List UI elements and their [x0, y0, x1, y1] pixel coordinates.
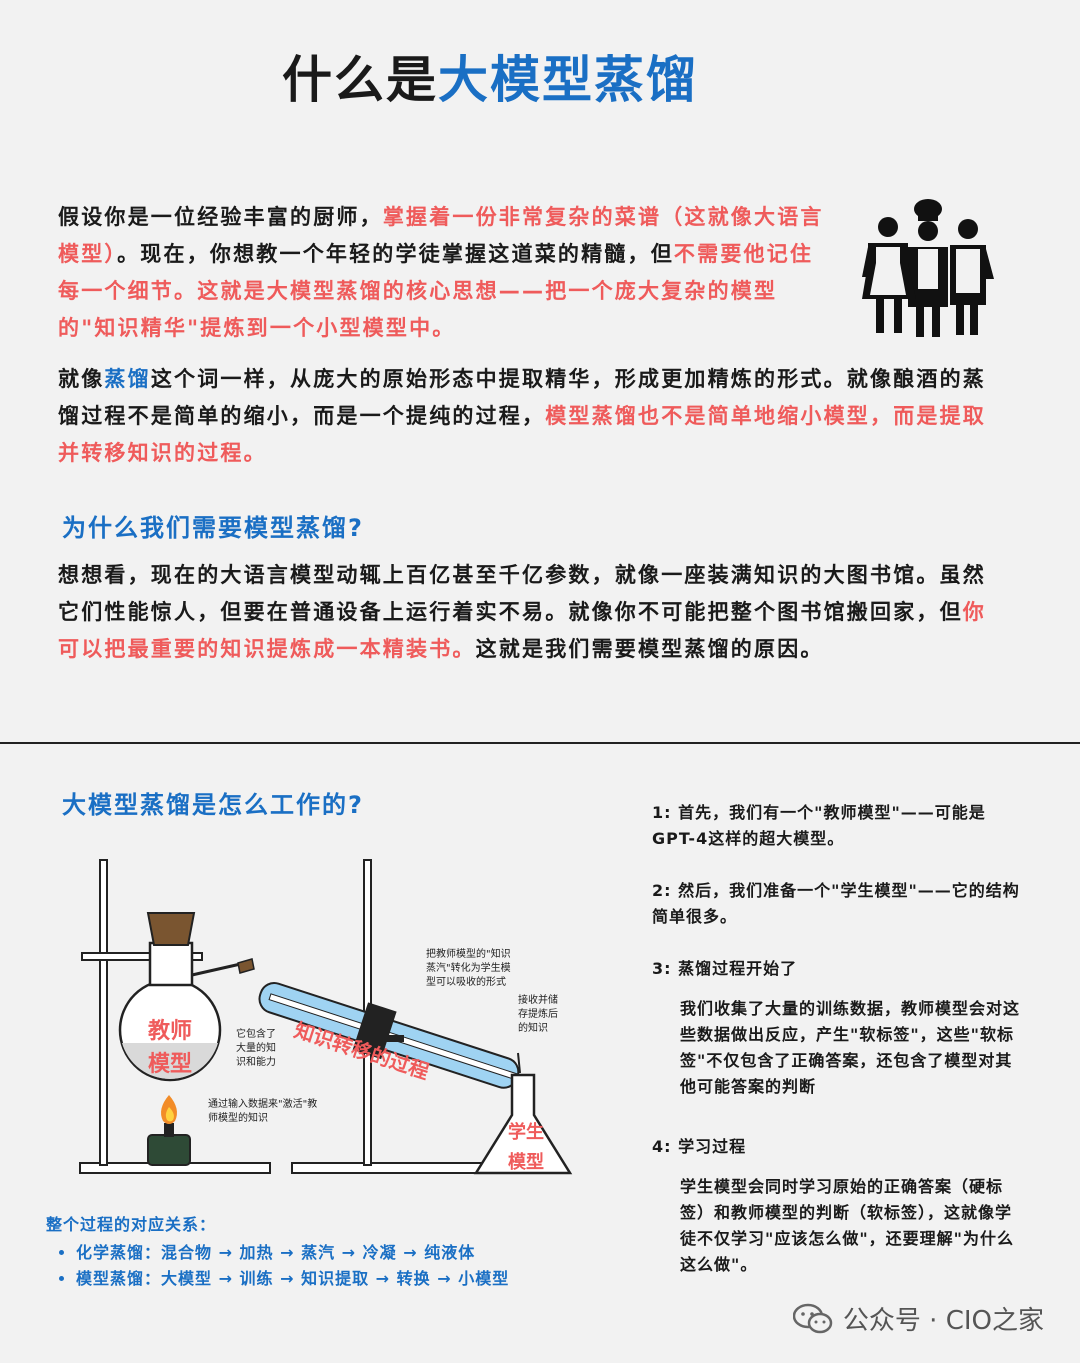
title-prefix: 什么是 — [282, 51, 438, 109]
intro-p1-c: 。现在，你想教一个年轻的学徒掌握这道菜的精髓，但 — [117, 242, 674, 266]
why-p-c: 这就是我们需要模型蒸馏的原因。 — [475, 637, 824, 661]
intro-p2-a: 就像 — [58, 367, 105, 391]
intro-p1-b: 掌握着一份非常复杂的菜谱（这就像大语言模型） — [58, 205, 824, 266]
why-heading: 为什么我们需要模型蒸馏? — [62, 514, 364, 542]
intro-p1-d: 不需要他记住每一个细节。这就是大模型蒸馏的核心思想——把一个庞大复杂的模型的"知… — [58, 242, 814, 340]
section-divider — [0, 742, 1080, 744]
step-1: 1: 首先，我们有一个"教师模型"——可能是GPT-4这样的超大模型。 — [652, 803, 986, 848]
intro-paragraph-1: 假设你是一位经验丰富的厨师，掌握着一份非常复杂的菜谱（这就像大语言模型）。现在，… — [58, 199, 828, 347]
mapping-item-model: 模型蒸馏：大模型 → 训练 → 知识提取 → 转换 → 小模型 — [76, 1266, 509, 1292]
intro-p1-a: 假设你是一位经验丰富的厨师， — [58, 205, 383, 229]
step-4: 4: 学习过程 学生模型会同时学习原始的正确答案（硬标签）和教师模型的判断（软标… — [652, 1137, 1015, 1274]
title-highlight: 大模型蒸馏 — [438, 51, 698, 109]
mapping-item-chemical: 化学蒸馏：混合物 → 加热 → 蒸汽 → 冷凝 → 纯液体 — [76, 1240, 509, 1266]
beaker-label-1: 学生 — [508, 1122, 544, 1143]
annotation-beaker: 接收并储存提炼后的知识 — [518, 995, 558, 1034]
why-p-a: 想想看，现在的大语言模型动辄上百亿甚至千亿参数，就像一座装满知识的大图书馆。虽然… — [58, 563, 986, 624]
step-3: 3: 蒸馏过程开始了 我们收集了大量的训练数据，教师模型会对这些数据做出反应，产… — [652, 959, 1021, 1096]
intro-p2-b: 蒸馏 — [104, 367, 151, 391]
page-title: 什么是大模型蒸馏 — [0, 40, 980, 112]
mapping-title: 整个过程的对应关系： — [46, 1215, 217, 1234]
footer-text: 公众号 · CIO之家 — [842, 1306, 1044, 1336]
mapping-section: 整个过程的对应关系： 化学蒸馏：混合物 → 加热 → 蒸汽 → 冷凝 → 纯液体… — [46, 1212, 509, 1292]
chefs-icon — [862, 199, 994, 337]
annotation-fire: 通过输入数据来"激活"教师模型的知识 — [208, 1099, 318, 1124]
intro-p2-c: 这个词一样，从庞大的原始形态中提取精华，形成更加精炼的形式。就像酿酒的蒸馏过程不… — [58, 367, 987, 428]
annotation-tube: 把教师模型的"知识蒸汽"转化为学生模型可以吸收的形式 — [426, 949, 511, 988]
intro-paragraph-2: 就像蒸馏这个词一样，从庞大的原始形态中提取精华，形成更加精炼的形式。就像酿酒的蒸… — [58, 361, 998, 472]
why-paragraph: 想想看，现在的大语言模型动辄上百亿甚至千亿参数，就像一座装满知识的大图书馆。虽然… — [58, 557, 998, 668]
flask-label-2: 模型 — [148, 1052, 193, 1077]
footer-watermark: 公众号 · CIO之家 — [792, 1300, 1044, 1337]
distillation-diagram — [79, 859, 573, 1175]
annotation-flask: 它包含了大量的知识和能力 — [236, 1029, 276, 1068]
intro-p2-d: 模型蒸馏也不是简单地缩小模型，而是提取并转移知识的过程。 — [58, 404, 987, 465]
how-heading: 大模型蒸馏是怎么工作的? — [62, 791, 364, 819]
flask-label-1: 教师 — [148, 1019, 193, 1044]
step-2: 2: 然后，我们准备一个"学生模型"——它的结构简单很多。 — [652, 881, 1020, 926]
why-p-b: 你可以把最重要的知识提炼成一本精装书。 — [58, 600, 986, 661]
wechat-icon — [792, 1303, 833, 1333]
beaker-label-2: 模型 — [508, 1152, 544, 1173]
